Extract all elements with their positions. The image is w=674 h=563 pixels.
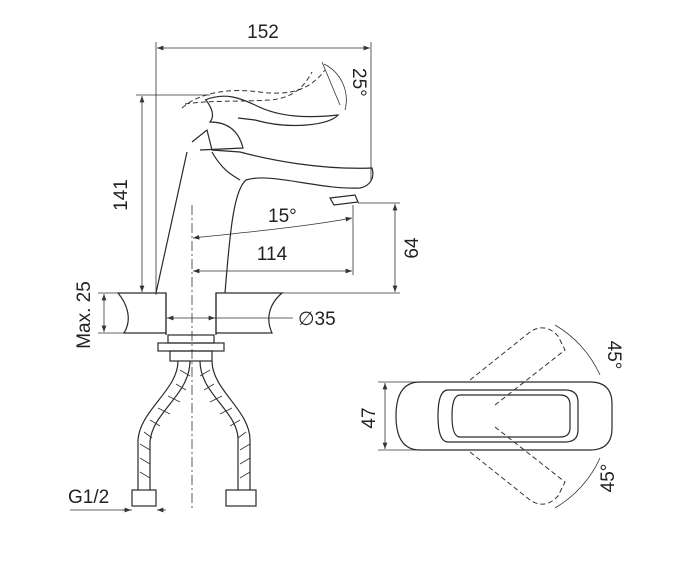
- thread-label: G1/2: [68, 487, 109, 508]
- width-label: 152: [247, 22, 279, 43]
- countertop-section: ∅35 Max. 25: [74, 281, 336, 349]
- spout-reach-label: 114: [257, 244, 288, 265]
- faucet-top-view: 45° 45° 47: [359, 324, 624, 509]
- height-label: 141: [111, 179, 132, 211]
- handle-width-label: 47: [359, 407, 380, 428]
- max-thickness-label: Max. 25: [74, 281, 95, 349]
- mounting-hardware: [131, 334, 257, 507]
- rotation-right-label: 45°: [598, 464, 619, 493]
- hole-diameter-label: ∅35: [298, 309, 336, 330]
- height-dimension: 141: [111, 94, 210, 292]
- spout-dimension: 15° 114: [192, 205, 354, 275]
- thread-dimension: G1/2: [68, 487, 166, 513]
- width-dimension: 152: [155, 22, 372, 295]
- rotation-left-label: 45°: [603, 341, 624, 370]
- handle-angle-label: 25°: [348, 68, 369, 97]
- spout-angle-label: 15°: [268, 206, 297, 227]
- faucet-side-view: [155, 61, 374, 510]
- spout-height-label: 64: [402, 237, 423, 259]
